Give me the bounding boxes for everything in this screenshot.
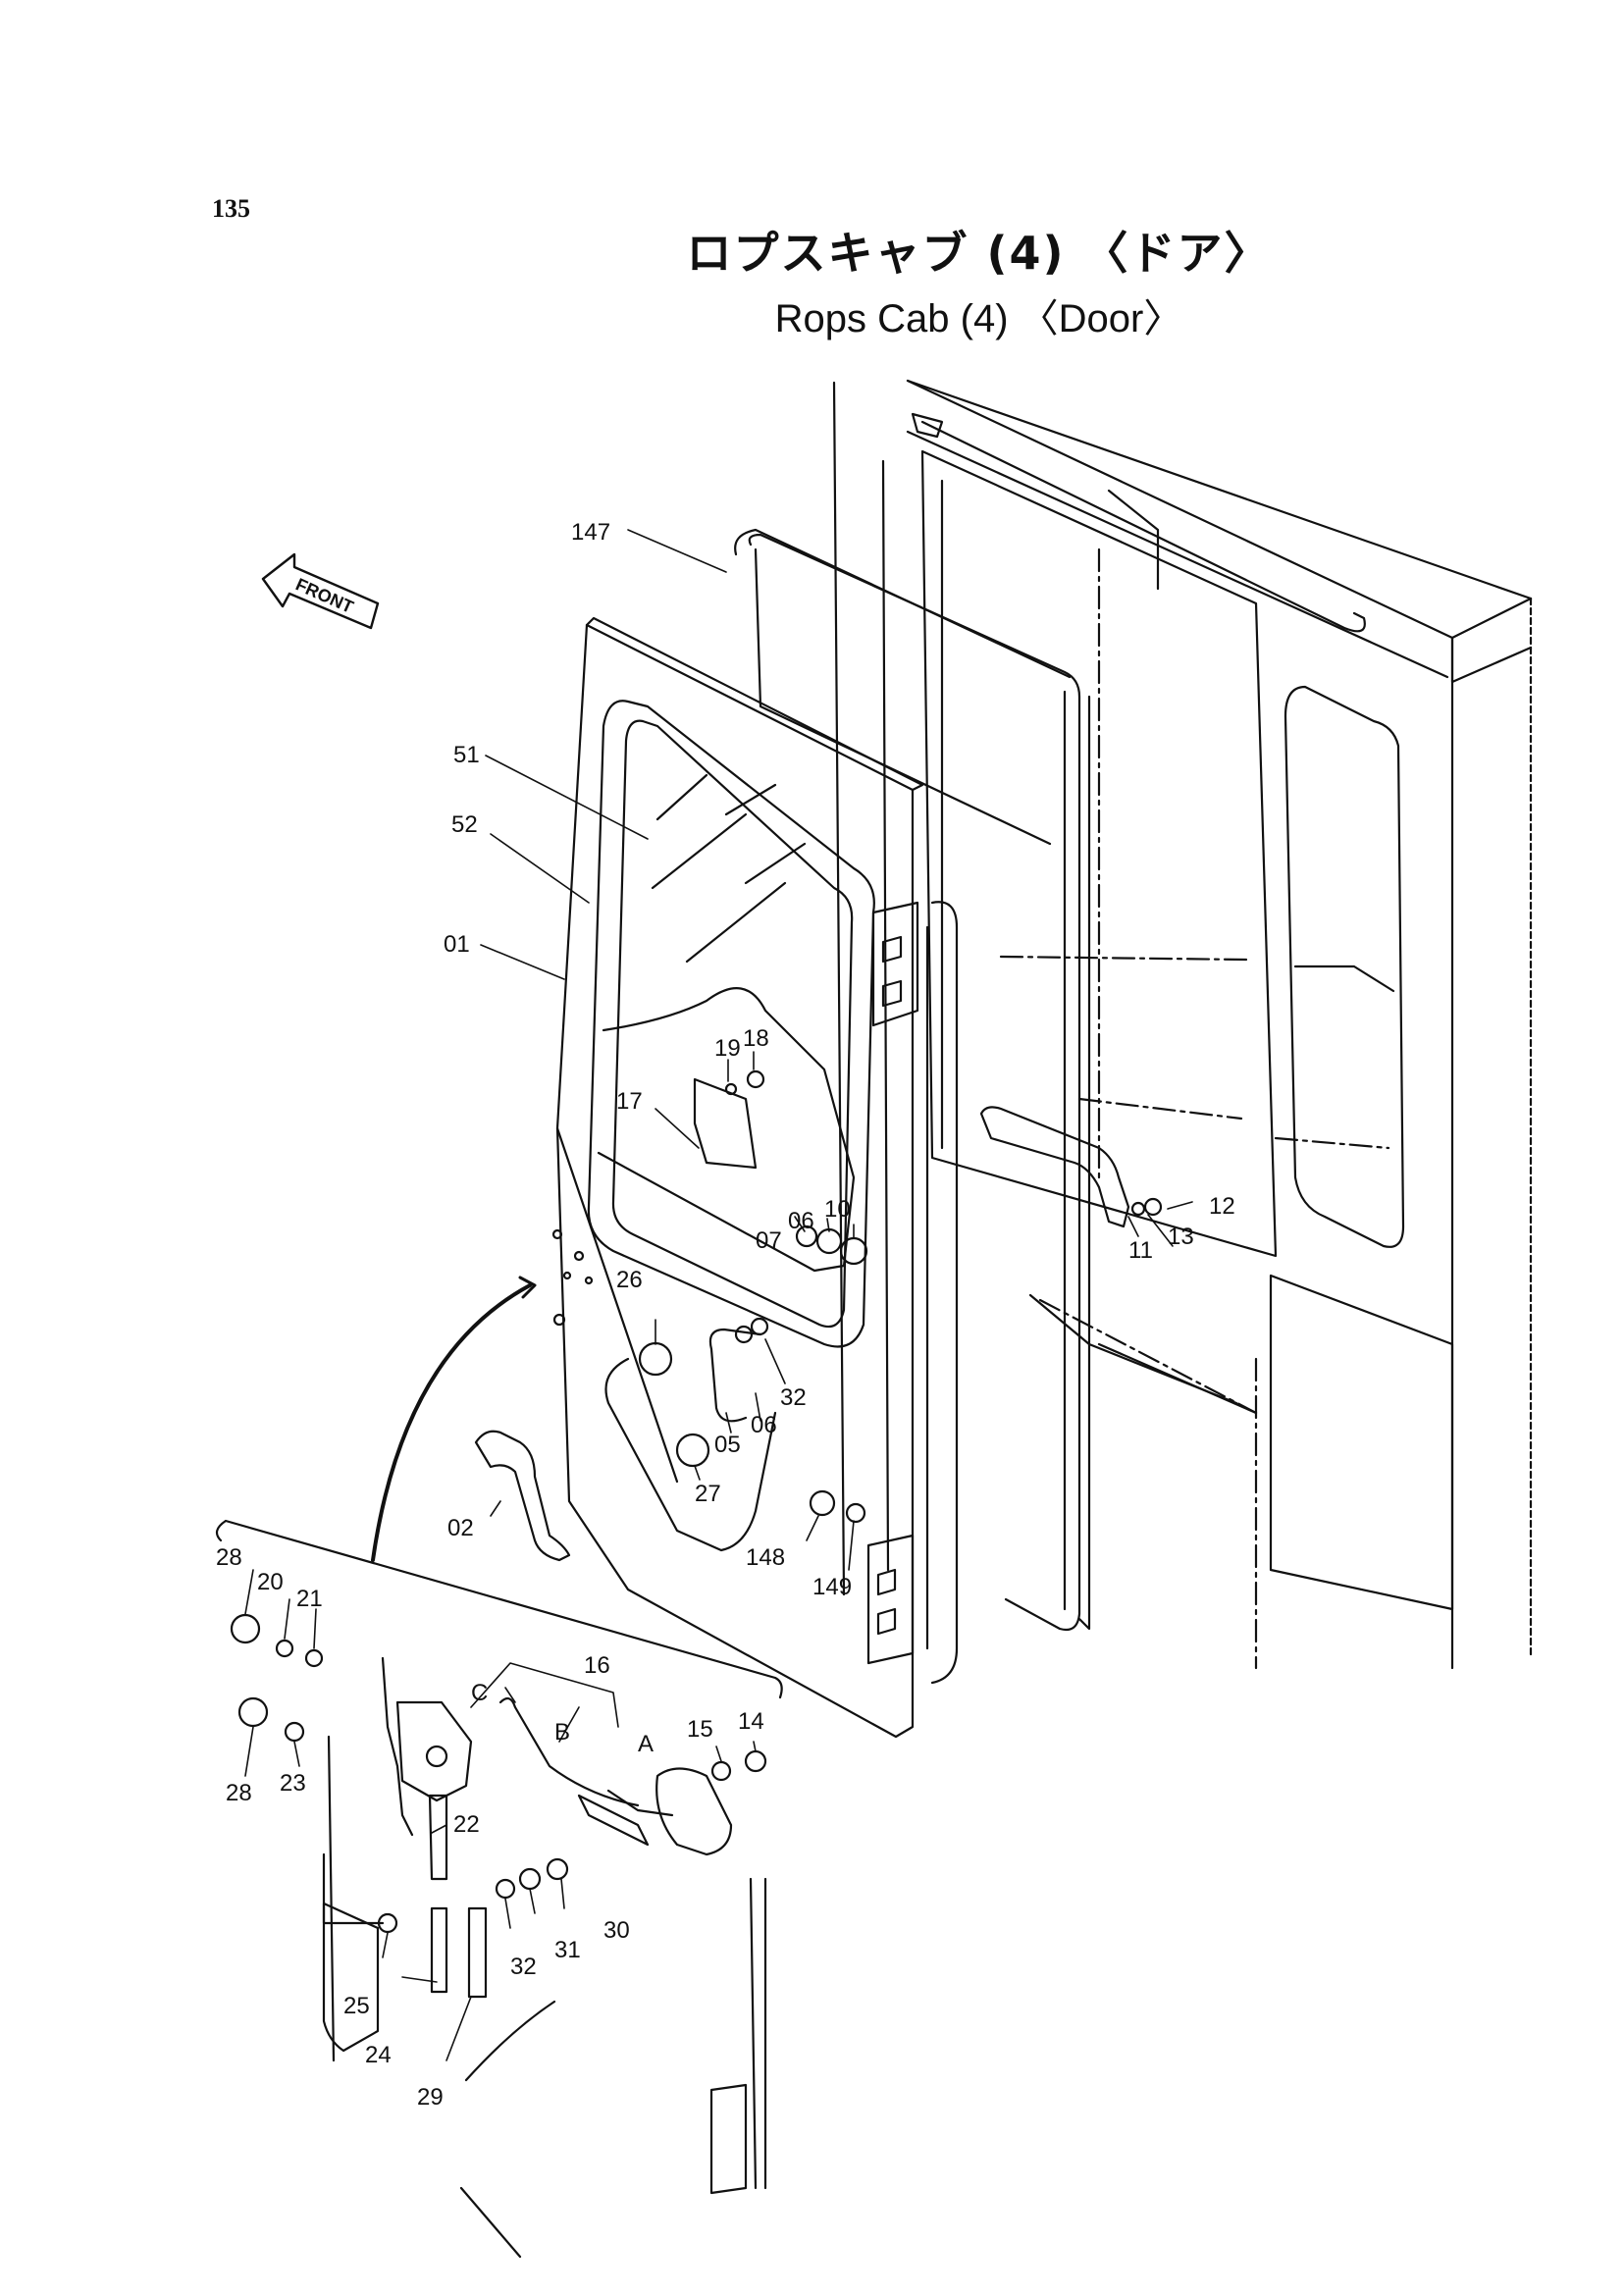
part-label: 02 — [447, 1515, 474, 1541]
cab-body — [832, 379, 1533, 1670]
part-label: 06 — [751, 1412, 777, 1438]
part-label: 01 — [444, 931, 470, 958]
part-label: 27 — [695, 1481, 721, 1507]
part-label: 07 — [756, 1227, 782, 1254]
part-label: 11 — [1128, 1237, 1153, 1264]
part-label: 17 — [616, 1088, 643, 1115]
part-label: 148 — [746, 1544, 785, 1571]
door-seal — [734, 528, 1091, 1632]
part-label: 15 — [687, 1716, 713, 1743]
part-label: 25 — [343, 1993, 370, 2019]
part-label: 28 — [216, 1544, 242, 1571]
part-label: 06 — [788, 1208, 814, 1234]
part-label: 31 — [554, 1937, 581, 1963]
part-label: 29 — [417, 2084, 444, 2111]
title-japanese: ロプスキャブ (4) 〈ドア〉 — [686, 227, 1272, 280]
part-label: 16 — [584, 1652, 610, 1679]
front-arrow-icon — [261, 552, 380, 630]
part-label: 149 — [812, 1574, 852, 1600]
part-label: 18 — [743, 1025, 769, 1052]
part-label: 10 — [824, 1196, 851, 1223]
part-label: 23 — [280, 1770, 306, 1797]
part-label: 52 — [451, 811, 478, 838]
part-label: 32 — [780, 1384, 807, 1411]
part-label: 22 — [453, 1811, 480, 1838]
part-label: 147 — [571, 519, 610, 546]
leader-lines — [244, 529, 1193, 2061]
part-label: 20 — [257, 1569, 284, 1595]
part-label: A — [638, 1731, 654, 1757]
part-label: 30 — [603, 1917, 630, 1944]
u-bolt-05 — [708, 1328, 762, 1423]
part-label: B — [554, 1719, 570, 1746]
part-label: 13 — [1168, 1224, 1194, 1250]
part-label: 14 — [738, 1708, 764, 1735]
part-label: C — [471, 1680, 488, 1706]
part-label: 51 — [453, 742, 480, 768]
part-label: 19 — [714, 1035, 741, 1062]
title-english: Rops Cab (4) 〈Door〉 — [774, 297, 1183, 340]
part-label: 21 — [296, 1586, 323, 1612]
door-panel — [551, 616, 959, 1739]
part-label: 05 — [714, 1432, 741, 1458]
part-label: 28 — [226, 1780, 252, 1806]
part-labels: 147 51 52 01 18 19 17 07 06 10 26 05 06 … — [216, 519, 1235, 2111]
part-label: 12 — [1209, 1193, 1235, 1220]
page-number: 135 — [212, 194, 250, 223]
part-label: 26 — [616, 1267, 643, 1293]
plate-17 — [693, 1077, 758, 1170]
grip-02 — [474, 1430, 571, 1562]
lock-detail — [215, 1276, 783, 2259]
handle-11 — [979, 1106, 1130, 1228]
part-label: 32 — [510, 1954, 537, 1980]
part-label: 24 — [365, 2042, 392, 2068]
